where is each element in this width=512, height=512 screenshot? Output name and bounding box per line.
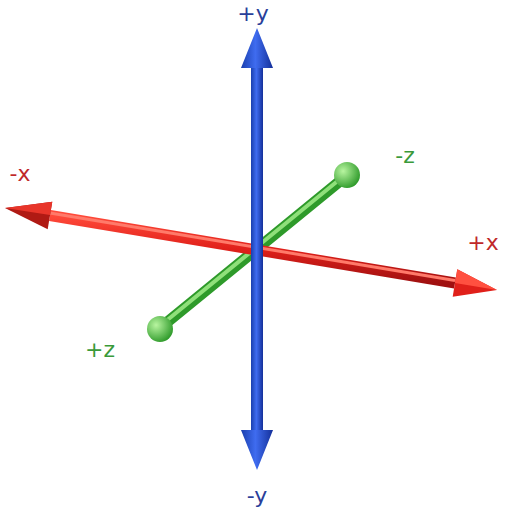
y-axis [241, 28, 273, 470]
axis-label: +z [85, 339, 115, 361]
axis-label: -x [10, 163, 31, 185]
axis-label: +x [467, 232, 498, 254]
axis-label: -z [395, 145, 415, 167]
axis-label: -y [247, 485, 268, 507]
axis-label: +y [237, 3, 268, 25]
